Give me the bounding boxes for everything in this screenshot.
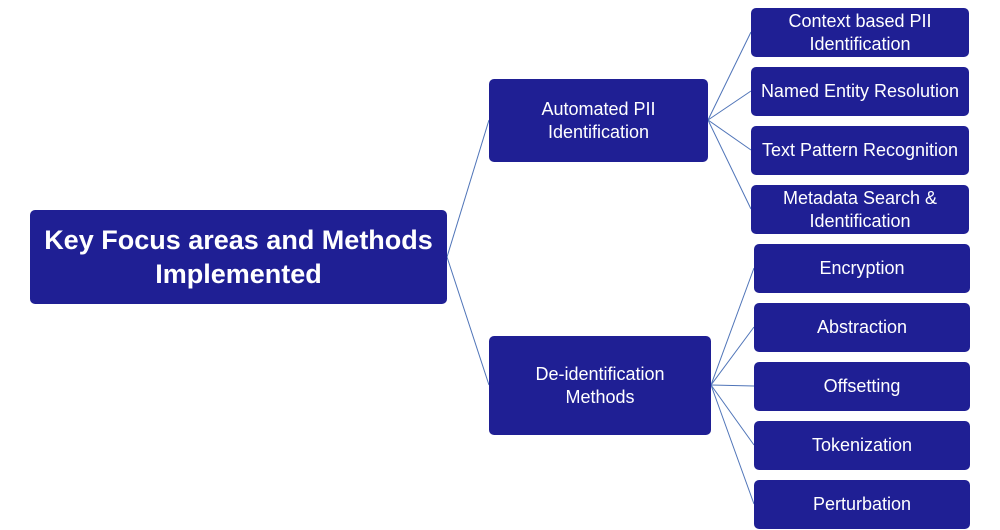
connector-root-to-deidentification	[446, 256, 490, 386]
connector-deid-to-encryption	[710, 267, 755, 386]
connector-automated-to-named-entity	[707, 90, 752, 121]
leaf-node-encryption: Encryption	[754, 244, 970, 293]
connector-root-to-automated-pii	[446, 119, 490, 258]
leaf-node-text-pattern: Text Pattern Recognition	[751, 126, 969, 175]
connector-deid-to-abstraction	[710, 326, 755, 386]
connector-automated-to-metadata	[707, 119, 752, 210]
leaf-node-perturbation: Perturbation	[754, 480, 970, 529]
connector-deid-to-perturbation	[710, 384, 755, 505]
branch-node-automated-pii: Automated PII Identification	[489, 79, 708, 162]
connector-automated-to-text-pattern	[707, 119, 752, 151]
leaf-node-named-entity: Named Entity Resolution	[751, 67, 969, 116]
leaf-node-abstraction: Abstraction	[754, 303, 970, 352]
connector-deid-to-offsetting	[710, 384, 755, 387]
connector-automated-to-context	[707, 31, 752, 121]
root-node: Key Focus areas and Methods Implemented	[30, 210, 447, 304]
leaf-node-offsetting: Offsetting	[754, 362, 970, 411]
leaf-node-metadata-search: Metadata Search & Identification	[751, 185, 969, 234]
leaf-node-context-pii: Context based PII Identification	[751, 8, 969, 57]
branch-node-deidentification: De-identification Methods	[489, 336, 711, 435]
connector-deid-to-tokenization	[710, 384, 755, 446]
leaf-node-tokenization: Tokenization	[754, 421, 970, 470]
